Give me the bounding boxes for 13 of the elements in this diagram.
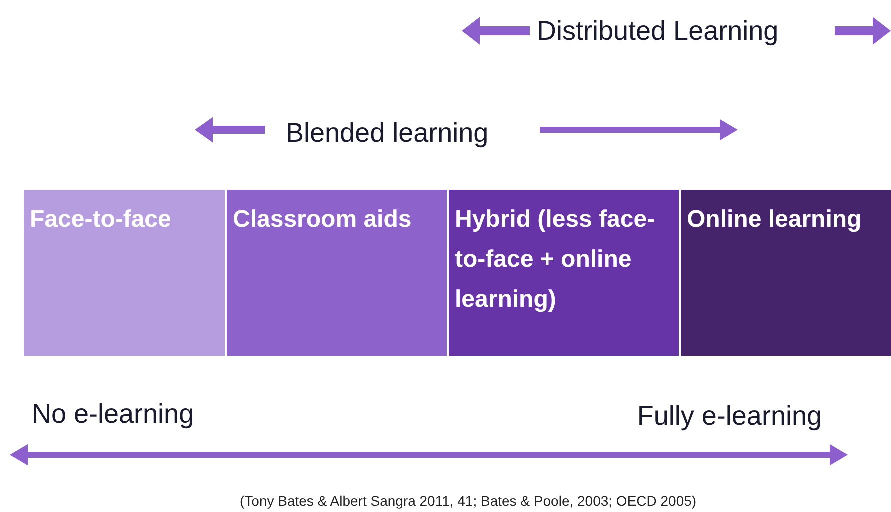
range-label: Blended learning [286,117,490,150]
box-label: Online learning [687,205,863,235]
box-label: Face-to-face [30,205,172,235]
range-label: Fully e-learning [636,400,822,433]
box-label: Hybrid (less face-to-face + online learning) [455,205,656,315]
range-label: Distributed Learning [537,15,780,48]
category-box [24,190,225,356]
category-box [681,190,891,356]
box-label: Classroom aids [233,205,413,235]
category-box [449,190,679,356]
citation-caption: (Tony Bates & Albert Sangra 2011, 41; Bates & Poole, 2003; OECD 2005) [240,492,698,510]
range-label: No e-learning [32,398,196,431]
category-box [227,190,447,356]
